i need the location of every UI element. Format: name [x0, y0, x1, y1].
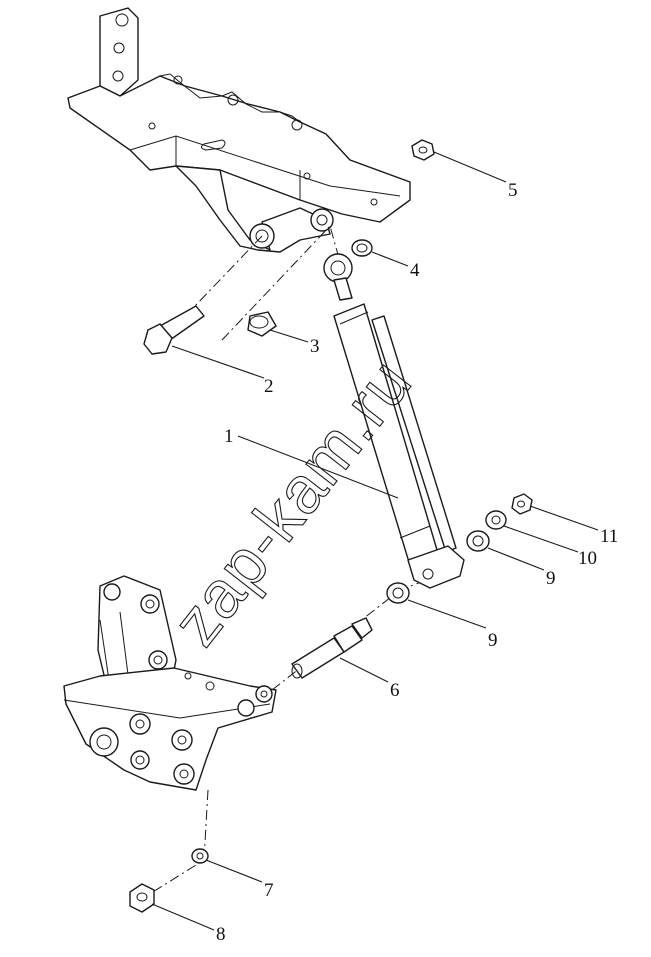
callout-3: 3 [310, 336, 320, 357]
leader-7 [205, 859, 263, 883]
watermark: zap-kam.ru [158, 345, 426, 659]
bushing-3 [247, 311, 277, 337]
cylinder-1 [323, 253, 465, 589]
washer-10 [485, 510, 507, 530]
pin-6 [291, 617, 373, 679]
nut-8 [129, 883, 155, 913]
upper-pin-axis-2 [221, 225, 341, 341]
callout-9-upper: 9 [546, 568, 556, 589]
leader-5 [433, 151, 507, 183]
leader-3 [269, 329, 309, 343]
callout-11: 11 [600, 526, 618, 547]
leader-6 [339, 657, 389, 683]
pin-2 [143, 305, 205, 355]
leader-11 [529, 505, 599, 531]
callout-2: 2 [264, 376, 274, 397]
leader-4 [371, 251, 409, 267]
callout-10: 10 [578, 548, 597, 569]
callout-6: 6 [390, 680, 400, 701]
washer-9-lower [386, 582, 410, 604]
callout-7: 7 [264, 880, 274, 901]
leader-lines [151, 151, 599, 931]
leader-9b [487, 547, 545, 571]
leader-8 [151, 903, 215, 931]
nut-5 [411, 139, 435, 161]
callout-5: 5 [508, 180, 518, 201]
callout-8: 8 [216, 924, 226, 945]
leader-1 [237, 435, 399, 499]
leader-2 [171, 345, 265, 379]
leader-9a [407, 599, 487, 629]
lower-bracket [63, 575, 277, 791]
callout-4: 4 [410, 260, 420, 281]
callout-9-lower: 9 [488, 630, 498, 651]
upper-bracket [67, 7, 411, 253]
leader-10 [503, 525, 579, 553]
callout-1: 1 [224, 426, 234, 447]
nut-11 [511, 493, 533, 515]
washer-9-upper [466, 530, 490, 552]
washer-4 [351, 239, 373, 257]
bottom-bolt-axis [139, 789, 209, 901]
callout-numbers: 1 2 3 4 5 6 7 8 9 9 10 11 [216, 180, 618, 945]
lock-washer-7 [191, 848, 209, 864]
